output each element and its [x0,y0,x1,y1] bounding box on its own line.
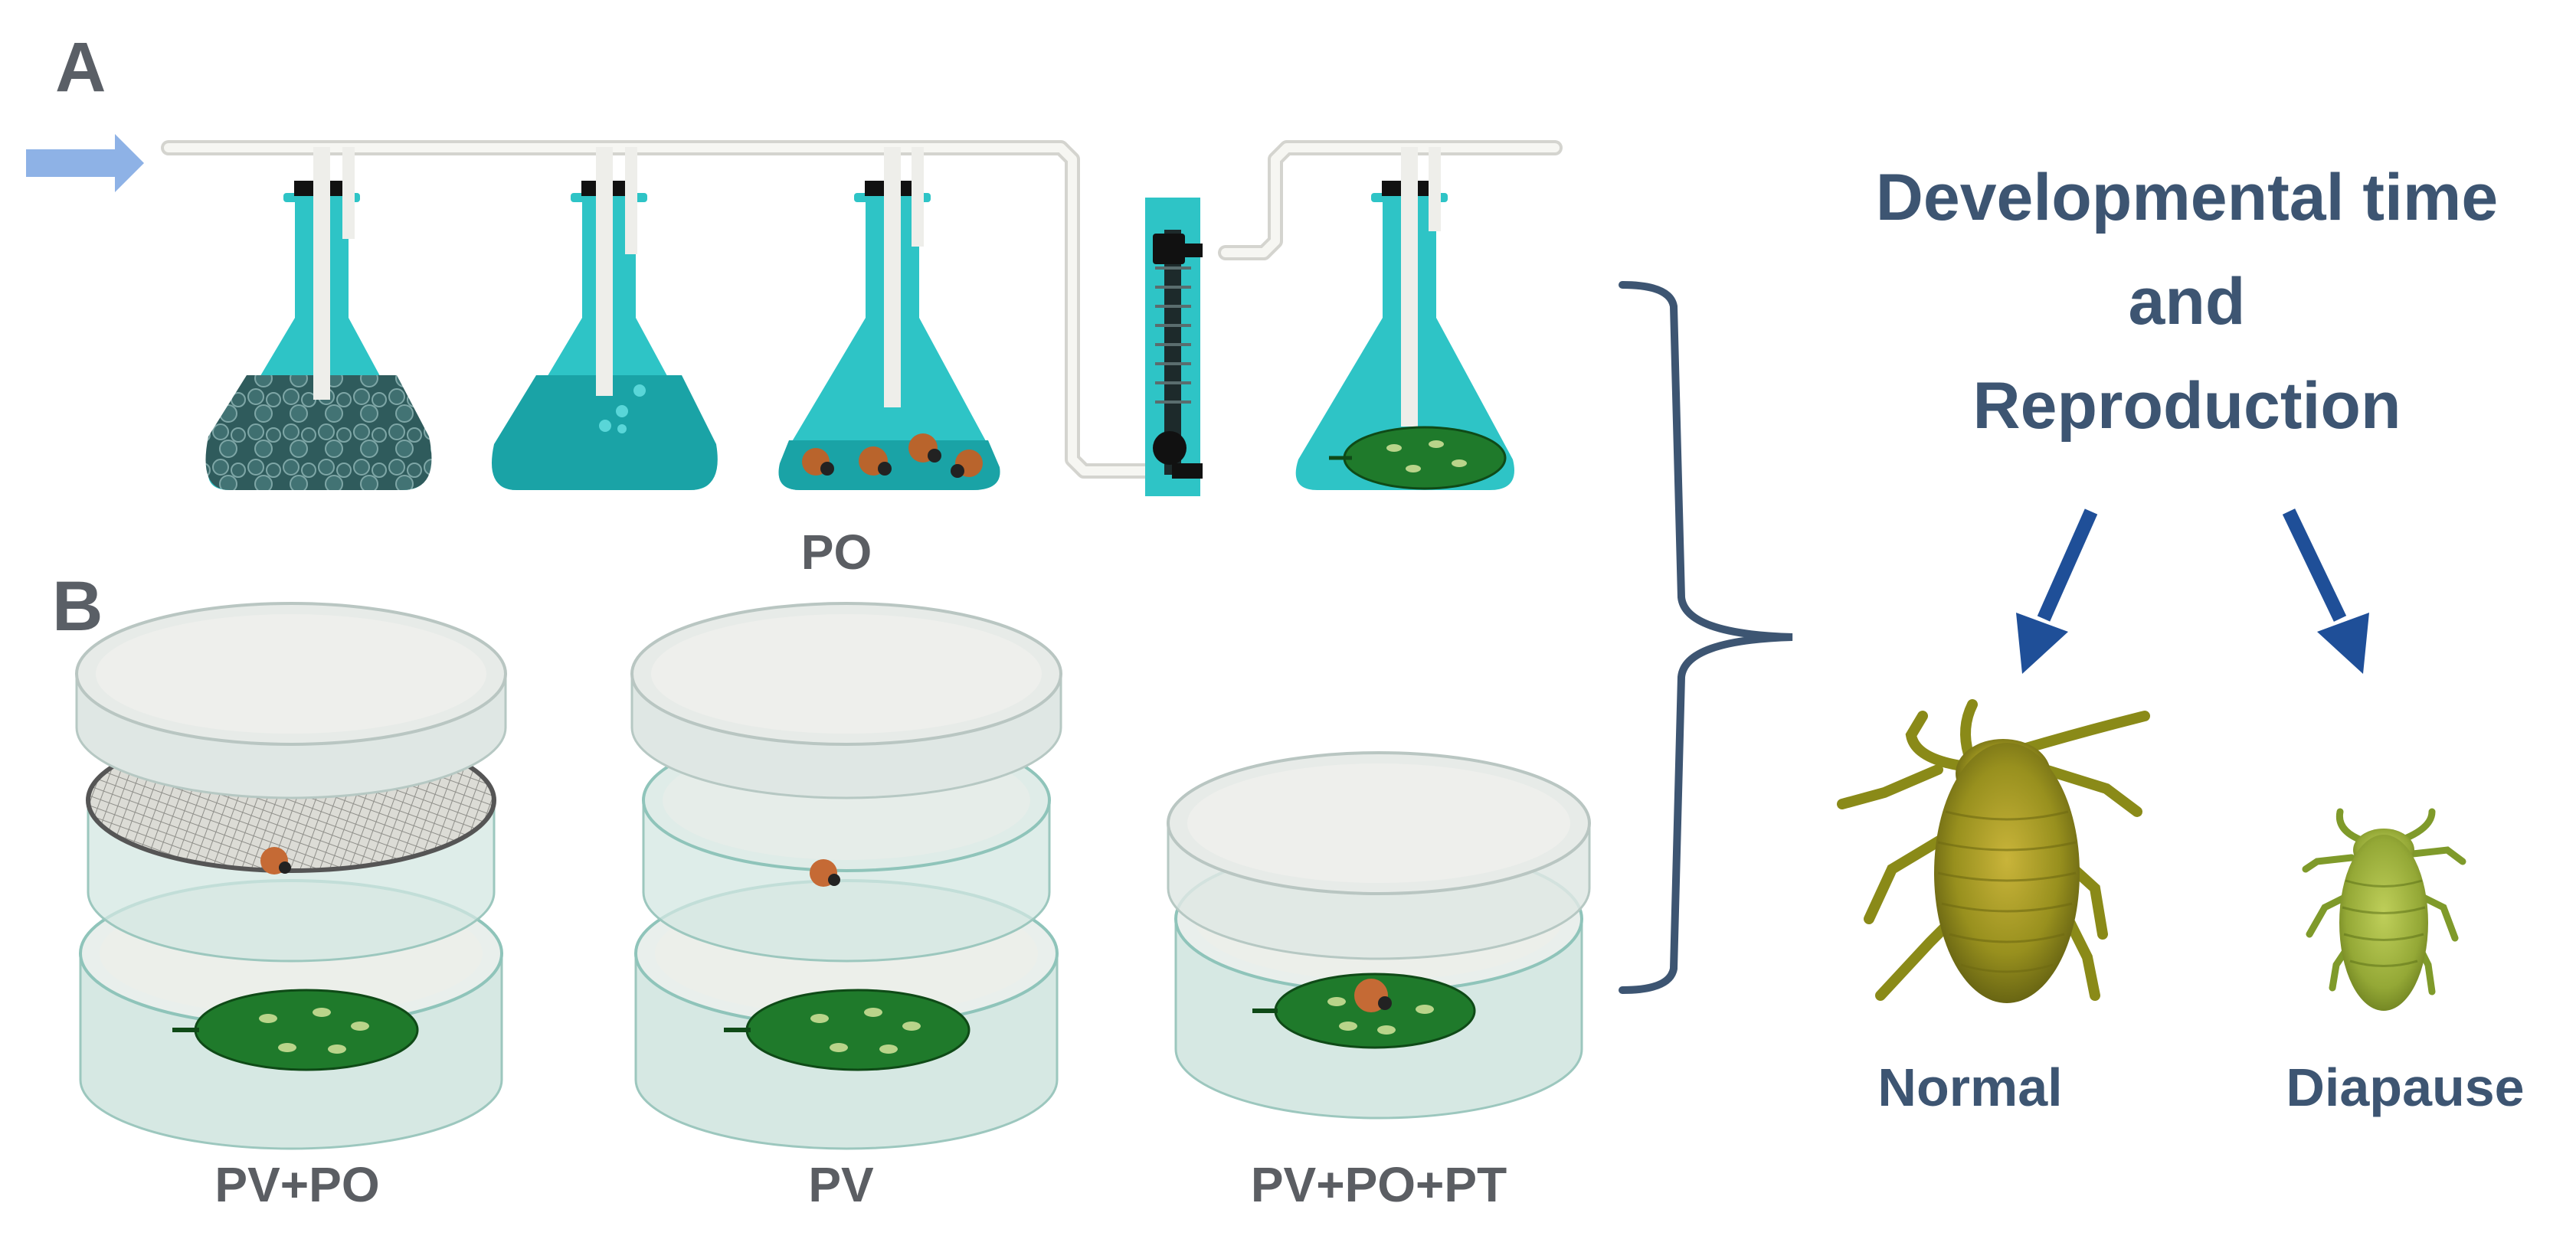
grouping-bracket [1619,281,1793,994]
flowmeter [1145,198,1203,496]
dish-stack-pv-po [75,602,507,1150]
outcome-title-line-2: and [2128,265,2246,338]
dish-stack-pv [630,602,1062,1150]
airflow-arrow-icon [26,134,144,192]
condition-label-pv-po-pt: PV+PO+PT [1250,1157,1507,1212]
outcome-title-line-1: Developmental time [1875,161,2499,234]
condition-label-pv-po: PV+PO [214,1157,380,1212]
flask-ladybirds [778,147,1000,490]
normal-aphid-image [1837,699,2150,1003]
ladybird-icon [810,859,840,887]
panel-b-dishes [75,602,1591,1150]
flask-aphid-leaf [1295,147,1514,490]
flask-activated-charcoal [205,147,432,490]
result-label-diapause: Diapause [2286,1058,2525,1117]
condition-label-po: PO [800,525,872,580]
ladybird-icon [260,847,291,874]
diapause-aphid-image [2302,808,2466,1011]
flask-water [491,147,718,490]
condition-label-pv: PV [808,1157,874,1212]
result-label-normal: Normal [1877,1058,2063,1117]
dish-stack-pv-po-pt [1167,751,1591,1120]
outcome-title-line-3: Reproduction [1972,369,2401,443]
ladybird-icon [802,433,983,478]
ladybird-icon [1354,979,1392,1012]
panel-label-a: A [55,28,106,106]
panel-label-b: B [52,567,103,646]
arrow-to-normal-icon [2016,508,2098,674]
panel-a-apparatus [26,134,1563,496]
result-arrows [2016,508,2369,674]
arrow-to-diapause-icon [2282,508,2369,674]
